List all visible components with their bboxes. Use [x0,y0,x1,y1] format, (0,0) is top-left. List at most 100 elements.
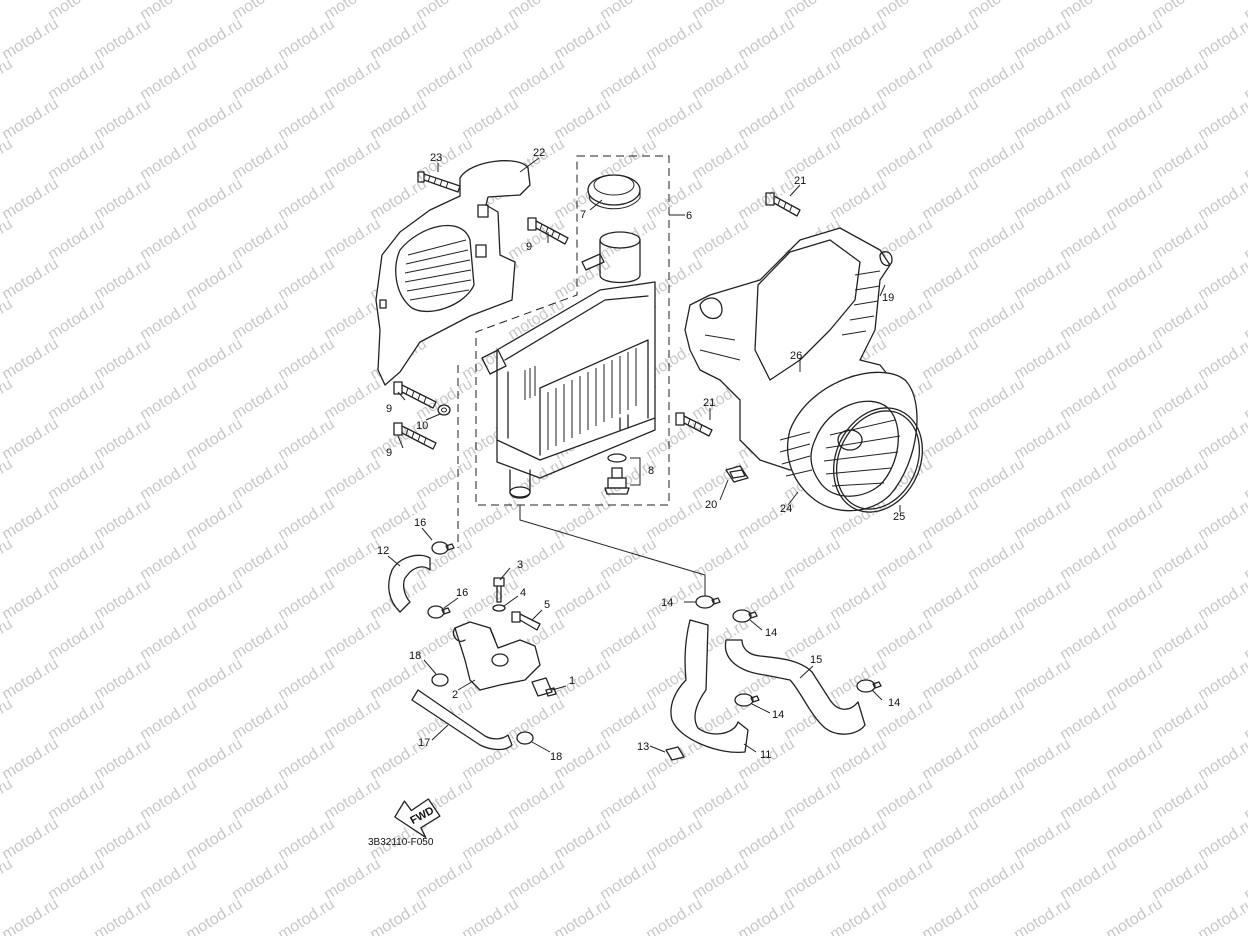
bolt-21-low [675,412,713,437]
watermark-text: motod.ru [0,216,16,264]
watermark-text: motod.ru [0,176,62,224]
watermark-text: motod.ru [91,816,154,864]
watermark-text: motod.ru [1149,456,1212,504]
watermark-text: motod.ru [183,576,246,624]
watermark-text: motod.ru [1057,776,1120,824]
watermark-text: motod.ru [597,776,660,824]
watermark-text: motod.ru [91,256,154,304]
watermark-text: motod.ru [91,176,154,224]
callout-9-top: 9 [526,241,532,253]
watermark-text: motod.ru [827,576,890,624]
watermark-text: motod.ru [551,896,614,936]
watermark-text: motod.ru [0,256,62,304]
watermark-text: motod.ru [413,56,476,104]
thermo-switch [531,677,557,697]
hose-12 [388,554,431,613]
watermark-text: motod.ru [45,776,108,824]
watermark-text: motod.ru [45,616,108,664]
callout-9-mid: 9 [386,403,392,415]
watermark-text: motod.ru [1057,136,1120,184]
watermark-text: motod.ru [827,736,890,784]
watermark-text: motod.ru [321,856,384,904]
watermark-text: motod.ru [275,816,338,864]
watermark-text: motod.ru [91,416,154,464]
bolt-9-top [527,217,569,245]
callout-14-c: 14 [772,709,784,721]
watermark-text: motod.ru [965,136,1028,184]
drain-bolt [604,453,630,495]
watermark-text: motod.ru [1103,736,1166,784]
watermark-text: motod.ru [0,736,62,784]
watermark-text: motod.ru [827,896,890,936]
watermark-text: motod.ru [551,576,614,624]
watermark-text: motod.ru [321,136,384,184]
watermark-text: motod.ru [1011,176,1074,224]
watermark-text: motod.ru [919,736,982,784]
watermark-text: motod.ru [275,576,338,624]
watermark-text: motod.ru [1011,576,1074,624]
watermark-text: motod.ru [321,376,384,424]
watermark-text: motod.ru [0,136,16,184]
watermark-text: motod.ru [643,496,706,544]
collar [725,465,749,483]
watermark-text: motod.ru [1149,376,1212,424]
watermark-text: motod.ru [91,656,154,704]
watermark-text: motod.ru [137,616,200,664]
watermark-text: motod.ru [0,656,62,704]
watermark-text: motod.ru [1057,856,1120,904]
watermark-text: motod.ru [367,96,430,144]
clamp-13 [665,746,685,761]
watermark-text: motod.ru [0,16,62,64]
watermark-text: motod.ru [137,376,200,424]
watermark-text: motod.ru [505,856,568,904]
watermark-text: motod.ru [45,856,108,904]
callout-6: 6 [686,210,692,222]
watermark-text: motod.ru [229,776,292,824]
callout-24: 24 [780,503,792,515]
callout-16-a: 16 [414,517,426,529]
watermark-text: motod.ru [827,656,890,704]
watermark-text: motod.ru [1103,96,1166,144]
watermark-text: motod.ru [873,776,936,824]
watermark-text: motod.ru [183,896,246,936]
watermark-text: motod.ru [0,96,62,144]
watermark-text: motod.ru [1103,816,1166,864]
watermark-text: motod.ru [735,896,798,936]
watermark-text: motod.ru [1011,656,1074,704]
hose-leader [519,505,706,598]
watermark-text: motod.ru [1241,0,1248,23]
watermark-text: motod.ru [1011,16,1074,64]
watermark-text: motod.ru [183,816,246,864]
hose-11 [670,619,749,754]
watermark-text: motod.ru [781,536,844,584]
callout-14-b: 14 [765,627,777,639]
watermark-text: motod.ru [919,16,982,64]
callout-15: 15 [810,654,822,666]
callout-2: 2 [452,689,458,701]
watermark-text: motod.ru [459,16,522,64]
callout-18-b: 18 [550,751,562,763]
watermark-text: motod.ru [919,256,982,304]
watermark-text: motod.ru [275,736,338,784]
watermark-text: motod.ru [1103,16,1166,64]
watermark-text: motod.ru [275,896,338,936]
watermark-text: motod.ru [919,176,982,224]
watermark-text: motod.ru [1149,616,1212,664]
watermark-text: motod.ru [1057,536,1120,584]
watermark-text: motod.ru [459,496,522,544]
watermark-text: motod.ru [505,696,568,744]
watermark-text: motod.ru [689,776,752,824]
callout-26: 26 [790,350,802,362]
watermark-text: motod.ru [1149,776,1212,824]
watermark-text: motod.ru [965,856,1028,904]
watermark-text: motod.ru [183,416,246,464]
leader-lines [387,157,901,753]
watermark-text: motod.ru [183,176,246,224]
watermark-text: motod.ru [735,16,798,64]
watermark-text: motod.ru [183,16,246,64]
callout-10: 10 [416,420,428,432]
callout-11: 11 [760,749,771,761]
bolts [393,171,821,450]
watermark-text: motod.ru [781,856,844,904]
watermark-text: motod.ru [551,96,614,144]
